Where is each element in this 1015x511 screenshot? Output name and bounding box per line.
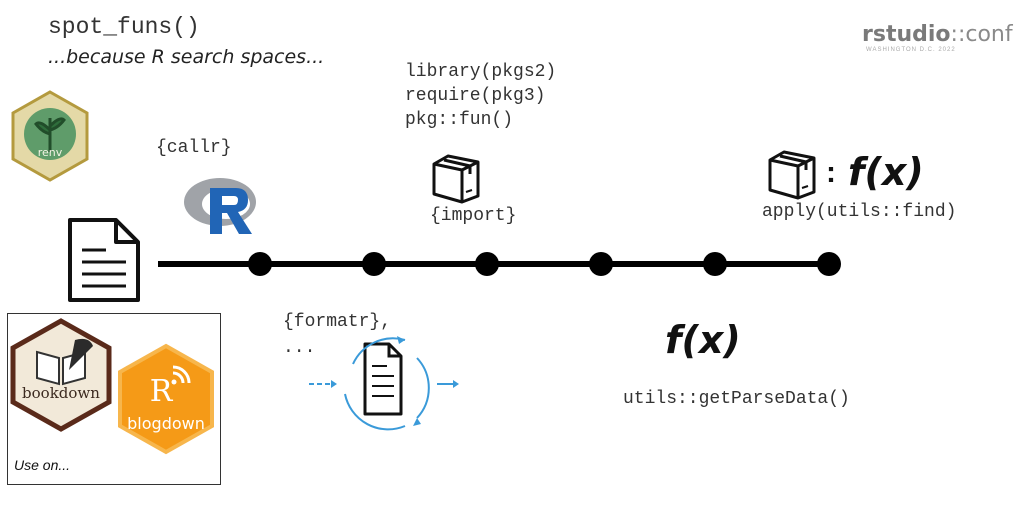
use-on-label: Use on... — [14, 457, 71, 473]
page-title: spot_funs() — [48, 14, 200, 40]
package-box-icon — [768, 150, 816, 200]
svg-text:R: R — [150, 374, 174, 409]
blogdown-label: blogdown — [127, 414, 205, 433]
brand-logo: rstudio::conf — [862, 22, 1013, 47]
timeline-node — [475, 252, 499, 276]
apply-label: apply(utils::find) — [762, 202, 957, 222]
code-lines: library(pkgs2) require(pkg3) pkg::fun() — [405, 62, 557, 130]
timeline-node — [817, 252, 841, 276]
function-symbol: f(x) — [848, 150, 924, 194]
callr-label: {callr} — [156, 138, 232, 158]
page-subtitle: ...because R search spaces... — [48, 46, 325, 68]
blogdown-hex-logo: R blogdown — [118, 343, 214, 455]
timeline-node — [589, 252, 613, 276]
package-box-icon — [432, 154, 480, 204]
brand-main: rstudio — [862, 22, 951, 47]
brand-suffix: ::conf — [950, 22, 1013, 47]
import-label: {import} — [430, 206, 517, 226]
brand-subtext: WASHINGTON D.C. 2022 — [866, 47, 956, 53]
renv-hex-logo: renv — [11, 90, 89, 182]
formatter-cycle-icon — [309, 336, 459, 431]
r-logo-icon: R — [184, 178, 256, 234]
document-icon — [68, 218, 140, 302]
colon-symbol: : — [826, 156, 836, 189]
timeline-node — [703, 252, 727, 276]
bookdown-label: bookdown — [22, 384, 100, 402]
timeline — [158, 252, 841, 276]
use-on-box — [7, 313, 221, 485]
function-symbol: f(x) — [665, 318, 741, 362]
timeline-node — [362, 252, 386, 276]
bookdown-hex-logo: bookdown — [10, 318, 112, 432]
parse-data-label: utils::getParseData() — [623, 389, 850, 409]
timeline-node — [248, 252, 272, 276]
formatr-label: {formatr}, — [283, 312, 392, 332]
renv-label: renv — [38, 146, 63, 159]
ellipsis-label: ... — [283, 338, 316, 358]
